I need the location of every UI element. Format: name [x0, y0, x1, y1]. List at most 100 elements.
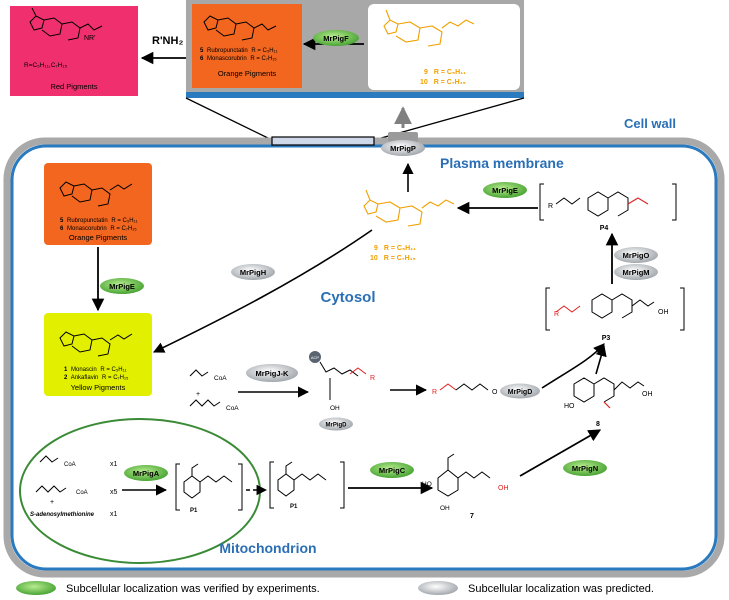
pigE-top-enzyme: MrPigE	[483, 182, 527, 198]
svg-text:MrPigM: MrPigM	[622, 268, 649, 277]
svg-text:OH: OH	[642, 391, 653, 398]
svg-text:MrPigD: MrPigD	[508, 389, 533, 396]
orange-top-structure	[203, 15, 277, 41]
orange-pigment-box-top: 5 Rubropunctatin R = C₅H₁₁ 6 Monascorubr…	[192, 4, 302, 88]
svg-text:CoA: CoA	[76, 490, 88, 496]
legend-verified: Subcellular localization was verified by…	[66, 583, 320, 595]
svg-text:MrPigE: MrPigE	[109, 282, 135, 291]
intermediate-p1-a: P1	[175, 463, 243, 514]
pigP-enzyme: MrPigP	[381, 132, 425, 156]
svg-text:OH: OH	[658, 309, 669, 316]
pigE-left-enzyme: MrPigE	[100, 278, 144, 294]
precursor-cytosol: 9 R = C₅H₁₁ 10 R = C₇H₁₅	[363, 189, 455, 262]
precursor-cytosol-c9: 9 R = C₅H₁₁	[374, 245, 416, 252]
compound-7: HO OH OH 7	[422, 453, 509, 520]
compound-8: HO OH 8	[564, 377, 653, 428]
svg-text:S-adenosylmethionine: S-adenosylmethionine	[30, 512, 95, 518]
svg-text:8: 8	[596, 421, 600, 428]
pigD-acp-enzyme: MrPigD	[319, 417, 353, 431]
plasma-membrane-label: Plasma membrane	[440, 155, 564, 171]
svg-text:HO: HO	[564, 403, 575, 410]
yellow-pigment-box: 1 Monascin R = C₅H₁₁ 2 Ankaflavin R = C₇…	[44, 313, 152, 396]
ester-intermediate: R O MrPigD	[432, 383, 540, 399]
red-pigment-box: NR' R=C₅H₁₁,C₇H₁₅ Red Pigments	[10, 6, 138, 96]
svg-text:P3: P3	[602, 335, 611, 342]
pigO-enzyme: MrPigO	[614, 247, 658, 263]
svg-text:HO: HO	[422, 481, 432, 488]
cytosol-label: Cytosol	[320, 289, 375, 306]
pigN-enzyme: MrPigN	[563, 460, 607, 476]
svg-text:R: R	[554, 311, 559, 318]
legend-predicted: Subcellular localization was predicted.	[468, 583, 654, 595]
red-pigments-label: Red Pigments	[50, 82, 97, 91]
svg-text:MrPigE: MrPigE	[492, 186, 518, 195]
c7-to-c8-arrow-icon	[519, 429, 602, 477]
svg-text:CoA: CoA	[64, 462, 76, 468]
svg-text:MrPigH: MrPigH	[240, 268, 266, 277]
cell-wall-label: Cell wall	[624, 116, 676, 131]
predicted-oval-icon	[418, 581, 458, 595]
acyl-substrates: CoA + CoA	[189, 369, 239, 412]
svg-text:MrPigA: MrPigA	[133, 469, 160, 478]
precursor-cytosol-c10: 10 R = C₇H₁₅	[370, 255, 416, 262]
svg-text:+: +	[50, 499, 54, 506]
precursor-cytosol-structure	[363, 189, 455, 227]
amine-label: R'NH₂	[152, 35, 183, 47]
mitochondrion-label: Mitochondrion	[219, 540, 316, 556]
yellow-c2: 2 Ankaflavin R = C₇H₁₅	[64, 375, 129, 381]
svg-text:MrPigD: MrPigD	[326, 423, 348, 429]
precursor-box-top: 9 R = C₅H₁₁ 10 R = C₇H₁₅	[368, 4, 520, 90]
yellow-c1: 1 Monascin R = C₅H₁₁	[64, 367, 127, 373]
red-r-group: R=C₅H₁₁,C₇H₁₅	[24, 62, 68, 69]
red-nh-label: NR'	[84, 35, 95, 42]
c8-to-p3-arrow-icon	[595, 344, 607, 375]
svg-text:P1: P1	[190, 508, 198, 514]
orange-top-c5: 5 Rubropunctatin R = C₅H₁₁	[200, 48, 278, 54]
pigH-curved-arrow-icon	[152, 229, 373, 353]
red-pigment-structure	[29, 7, 103, 41]
membrane-zoom-marker	[271, 136, 375, 146]
precursor-top-structure	[383, 9, 475, 47]
pigF-enzyme: MrPigF	[313, 30, 359, 46]
pigD-ester-enzyme: MrPigD	[500, 383, 540, 399]
svg-text:MrPigC: MrPigC	[379, 466, 406, 475]
svg-text:P1: P1	[290, 504, 298, 510]
mito-substrates: CoA x1 CoA x5 + S-adenosylmethionine x1	[30, 455, 118, 518]
orange-left-label: Orange Pigments	[69, 233, 128, 242]
pigA-enzyme: MrPigA	[124, 465, 168, 481]
svg-text:MrPigP: MrPigP	[390, 144, 416, 153]
pigC-enzyme: MrPigC	[370, 462, 414, 478]
pigH-enzyme: MrPigH	[231, 264, 275, 280]
intermediate-p1-b: P1	[269, 461, 345, 510]
svg-text:x1: x1	[110, 511, 118, 518]
intermediate-p3: R OH P3	[545, 287, 685, 342]
svg-text:OH: OH	[330, 405, 340, 412]
svg-text:OH: OH	[440, 505, 450, 512]
precursor-top-c9: 9 R = C₅H₁₁	[424, 69, 466, 76]
orange-left-c6: 6 Monascorubrin R = C₇H₁₅	[60, 226, 137, 232]
orange-top-label: Orange Pigments	[218, 69, 277, 78]
intermediate-p4: R P4	[539, 183, 677, 232]
svg-text:O: O	[492, 389, 498, 396]
yellow-structure	[59, 331, 133, 357]
svg-text:ACP: ACP	[311, 355, 320, 360]
acp-intermediate: ACP R OH MrPigD	[309, 351, 375, 431]
svg-text:R: R	[432, 389, 437, 396]
svg-text:MrPigO: MrPigO	[623, 251, 650, 260]
orange-top-c6: 6 Monascorubrin R = C₇H₁₅	[200, 56, 277, 62]
svg-text:OH: OH	[498, 485, 509, 492]
precursor-top-c10: 10 R = C₇H₁₅	[420, 79, 466, 86]
svg-text:x5: x5	[110, 489, 118, 496]
svg-text:R: R	[370, 375, 375, 382]
orange-pigment-box-left: 5 Rubropunctatin R = C₅H₁₁ 6 Monascorubr…	[44, 163, 152, 245]
legend: Subcellular localization was verified by…	[16, 581, 654, 595]
verified-oval-icon	[16, 581, 56, 595]
svg-text:MrPigF: MrPigF	[323, 34, 349, 43]
orange-left-structure	[59, 181, 133, 207]
pigM-enzyme: MrPigM	[614, 264, 658, 280]
orange-left-c5: 5 Rubropunctatin R = C₅H₁₁	[60, 218, 138, 224]
svg-text:MrPigN: MrPigN	[572, 464, 598, 473]
yellow-label: Yellow Pigments	[71, 383, 126, 392]
svg-text:R: R	[548, 203, 553, 210]
